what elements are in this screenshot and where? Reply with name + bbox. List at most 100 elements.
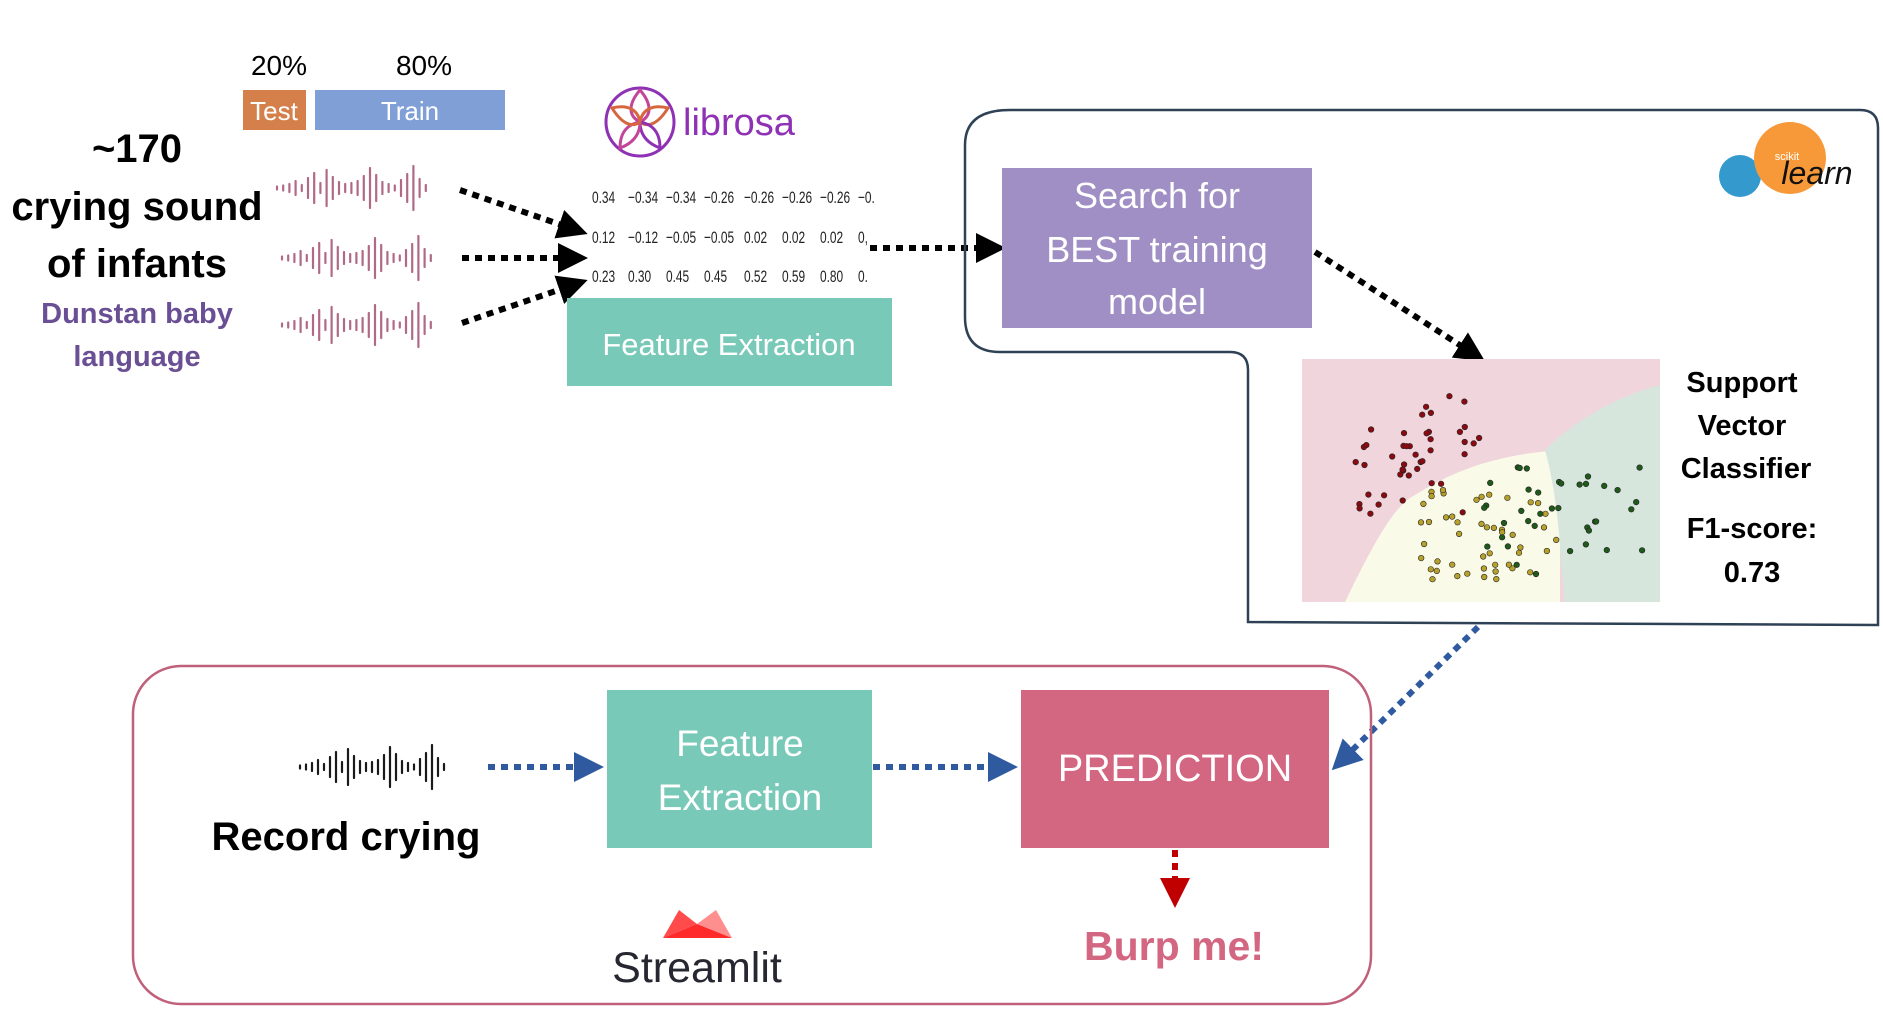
data-point: [1454, 519, 1461, 526]
dataset-description-line2: of infants: [47, 242, 227, 286]
data-point: [1361, 461, 1368, 469]
test-bar-label: Test: [250, 96, 298, 126]
data-point: [1433, 567, 1440, 575]
data-point: [1493, 575, 1500, 583]
test-bar: [243, 90, 306, 130]
data-point: [1543, 547, 1550, 555]
data-point: [1427, 436, 1434, 443]
app-feature-extraction-line2: Extraction: [658, 777, 823, 818]
feature-matrix-cell: 0.34: [592, 189, 615, 208]
model-training-container: [963, 108, 1880, 627]
data-point: [1513, 561, 1520, 568]
prediction-result: Burp me!: [1084, 923, 1264, 969]
data-point: [1423, 430, 1430, 437]
feature-matrix-cell: −0.26: [744, 189, 774, 208]
data-point: [1427, 566, 1434, 573]
feature-matrix-cell: 0.30: [628, 268, 651, 287]
data-point: [1461, 451, 1468, 458]
data-point: [1380, 492, 1388, 499]
feature-matrix-cell: 0.45: [666, 268, 689, 287]
data-point: [1399, 497, 1406, 504]
f1-score-value: 0.73: [1724, 557, 1780, 589]
data-point: [1517, 544, 1524, 551]
data-point: [1628, 506, 1635, 513]
sklearn-small-text: scikit: [1775, 151, 1799, 163]
prediction-label: PREDICTION: [1058, 748, 1292, 790]
scikit-learn-logo: scikit learn: [1719, 122, 1853, 197]
data-point: [1446, 393, 1453, 400]
feature-matrix-cell: 0.12: [592, 229, 615, 248]
data-point: [1455, 530, 1463, 538]
data-point: [1486, 491, 1493, 498]
arrow-wave1-to-features: [459, 187, 588, 239]
data-point: [1470, 440, 1477, 447]
feature-matrix-cell: 0.02: [744, 229, 767, 248]
data-point: [1449, 561, 1456, 568]
data-point: [1418, 554, 1425, 562]
test-percent: 20%: [251, 50, 307, 81]
arrow-wave3-to-features: [461, 275, 588, 326]
data-point: [1633, 499, 1640, 506]
train-bar: [315, 90, 505, 130]
librosa-flower-icon: [604, 86, 676, 158]
model-name-line3: Classifier: [1681, 453, 1812, 485]
data-point: [1478, 493, 1485, 500]
feature-matrix-cell: 0.59: [782, 268, 805, 287]
data-point: [1548, 505, 1555, 512]
data-point: [1582, 480, 1590, 488]
data-point: [1428, 493, 1435, 500]
data-point: [1542, 510, 1549, 517]
data-point: [1439, 487, 1447, 494]
data-point: [1419, 411, 1426, 418]
data-point: [1487, 479, 1494, 487]
data-point: [1428, 480, 1435, 487]
data-point: [1553, 536, 1560, 544]
data-point: [1464, 570, 1471, 577]
streamlit-logo-text: Streamlit: [612, 944, 782, 992]
svc-decision-boundary-plot: [1302, 359, 1660, 602]
data-point: [1473, 496, 1480, 503]
dataset-description-line1: crying sound: [11, 185, 262, 229]
search-best-model-box: [1002, 168, 1312, 328]
app-feature-extraction-line1: Feature: [676, 723, 804, 764]
waveform-icon: [280, 301, 432, 349]
data-point: [1363, 442, 1370, 449]
dataset-source-line1: Dunstan baby: [41, 298, 233, 330]
search-best-model-line1: Search for: [1074, 175, 1240, 216]
data-point: [1603, 546, 1610, 554]
data-point: [1352, 459, 1359, 466]
data-point: [1582, 541, 1589, 548]
record-crying-label: Record crying: [212, 815, 481, 859]
data-point: [1461, 438, 1468, 446]
streamlit-crown-icon: [663, 910, 732, 938]
search-best-model-line3: model: [1108, 281, 1206, 322]
data-point: [1516, 464, 1523, 472]
data-point: [1425, 518, 1433, 526]
data-point: [1601, 482, 1608, 490]
train-bar-label: Train: [381, 96, 439, 126]
data-point: [1400, 461, 1408, 468]
waveform-icon: [280, 234, 432, 282]
data-point: [1527, 499, 1534, 506]
data-point: [1454, 572, 1461, 580]
classifier-data-points: [1352, 393, 1646, 583]
data-point: [1531, 522, 1538, 530]
data-point: [1481, 573, 1488, 581]
data-point: [1417, 519, 1425, 526]
data-point: [1636, 464, 1643, 471]
dataset-source-line2: language: [73, 341, 200, 373]
class-region-green: [1545, 385, 1660, 602]
f1-score-label: F1-score:: [1687, 513, 1818, 545]
data-point: [1478, 520, 1485, 528]
feature-matrix-cell: 0.02: [820, 229, 843, 248]
feature-matrix-cell: 0.: [858, 268, 868, 287]
data-point: [1518, 507, 1525, 515]
data-point: [1558, 480, 1565, 487]
data-point: [1523, 465, 1530, 472]
data-point: [1420, 540, 1428, 548]
data-point: [1534, 500, 1542, 507]
data-point: [1461, 398, 1468, 405]
data-point: [1420, 500, 1427, 508]
